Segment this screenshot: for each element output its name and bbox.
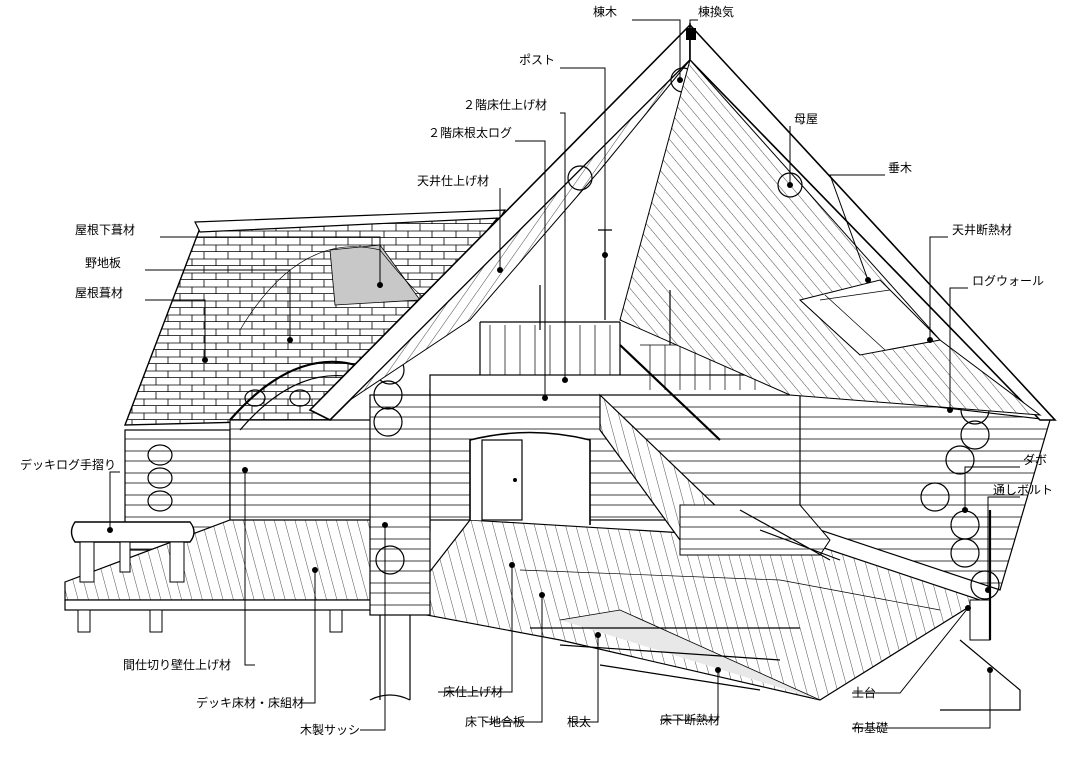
label-roofing: 屋根葺材 <box>75 286 124 300</box>
label-ridge-beam: 棟木 <box>593 5 618 19</box>
label-rafter: 垂木 <box>888 161 913 175</box>
label-partition-finish: 間仕切り壁仕上げ材 <box>123 658 232 672</box>
left-roof <box>123 209 507 426</box>
label-ceiling-finish: 天井仕上げ材 <box>417 174 490 188</box>
label-roof-underlayment: 屋根下葺材 <box>75 223 136 237</box>
label-subfloor-plywood: 床下地合板 <box>465 715 526 729</box>
label-dowel: ダボ <box>1023 453 1048 467</box>
main-roof-right-slope <box>539 22 1057 421</box>
label-purlin: 母屋 <box>794 112 819 126</box>
loft-and-stairs <box>429 321 841 561</box>
label-ridge-vent: 棟換気 <box>698 5 735 19</box>
label-sill: 土台 <box>852 686 877 700</box>
label-floor-finish: 床仕上げ材 <box>443 685 504 699</box>
label-through-bolt: 通しボルト <box>993 483 1054 497</box>
label-ceiling-insulation: 天井断熱材 <box>952 223 1013 237</box>
label-joist: 根太 <box>567 715 592 729</box>
label-deck-log-handrail: デッキログ手摺り <box>20 458 117 472</box>
front-log-wall <box>369 355 801 616</box>
deck <box>64 519 421 633</box>
label-sheathing: 野地板 <box>85 256 122 270</box>
label-deck-floor-framing: デッキ床材・床組材 <box>196 696 305 710</box>
label-post: ポスト <box>519 53 556 67</box>
label-log-wall: ログウォール <box>972 274 1045 288</box>
label-second-floor-joist-log: ２階床根太ログ <box>428 126 513 140</box>
label-underfloor-insulation: 床下断熱材 <box>660 713 721 727</box>
label-wooden-sash: 木製サッシ <box>300 723 361 737</box>
label-second-floor-finish: ２階床仕上げ材 <box>463 98 548 112</box>
leader-lines <box>107 19 1020 731</box>
label-strip-foundation: 布基礎 <box>852 721 889 735</box>
